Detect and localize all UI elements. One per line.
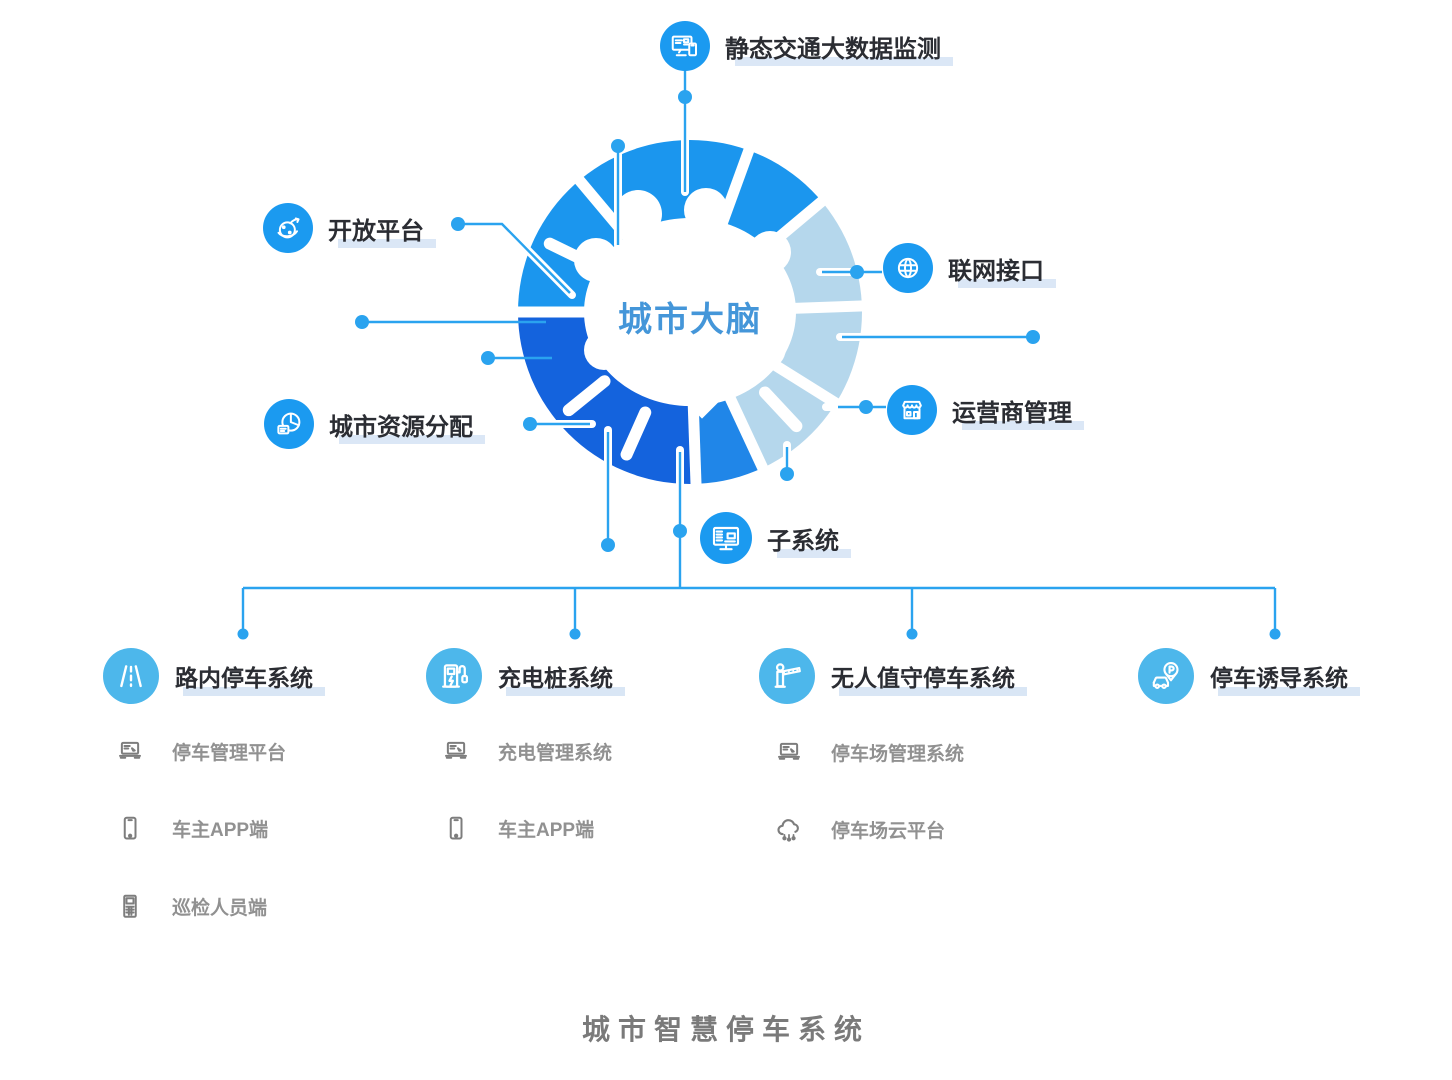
open-platform-icon	[263, 203, 313, 253]
node-label: 开放平台	[328, 211, 436, 248]
subsystem-icon	[700, 512, 752, 564]
node-label: 子系统	[767, 521, 851, 558]
sub-item-label: 停车管理平台	[172, 742, 287, 764]
node-resource-allocation: 城市资源分配	[264, 399, 485, 449]
branch-label: 停车诱导系统	[1210, 659, 1360, 696]
sub-item: 充电管理系统	[438, 736, 612, 766]
node-operator-management: 运营商管理	[887, 385, 1084, 435]
node-label: 运营商管理	[952, 393, 1084, 430]
branch-unattended-parking: 无人值守停车系统	[759, 648, 1027, 704]
node-network-interface: 联网接口	[883, 243, 1056, 293]
node-subsystem: 子系统	[700, 512, 851, 564]
branch-roadside-parking: 路内停车系统	[103, 648, 325, 704]
sub-item-label: 停车场管理系统	[831, 743, 965, 765]
sub-item-label: 充电管理系统	[498, 742, 613, 764]
node-label: 联网接口	[948, 251, 1056, 288]
road-icon	[103, 648, 159, 704]
node-label: 城市资源分配	[329, 407, 485, 444]
sub-item-label: 车主APP端	[172, 819, 269, 841]
sub-item: 停车场管理系统	[771, 737, 964, 767]
sub-item: 停车管理平台	[112, 736, 286, 766]
sub-item: 车主APP端	[438, 813, 594, 843]
node-label: 静态交通大数据监测	[725, 29, 953, 66]
network-interface-icon	[883, 243, 933, 293]
branch-parking-guidance: 停车诱导系统	[1138, 648, 1360, 704]
node-traffic-data-monitor: 静态交通大数据监测	[660, 21, 953, 71]
branch-label: 无人值守停车系统	[831, 659, 1027, 696]
ev-charger-icon	[426, 648, 482, 704]
resource-allocation-icon	[264, 399, 314, 449]
sub-item: 停车场云平台	[771, 813, 945, 845]
barrier-gate-icon	[759, 648, 815, 704]
parking-guidance-icon	[1138, 648, 1194, 704]
smartphone-icon	[112, 813, 148, 843]
handheld-terminal-icon	[112, 891, 148, 921]
sub-item-label: 巡检人员端	[172, 897, 268, 919]
laptop-icon	[112, 736, 148, 766]
branch-label: 路内停车系统	[175, 659, 325, 696]
branch-ev-charging: 充电桩系统	[426, 648, 625, 704]
laptop-icon	[771, 737, 807, 767]
traffic-data-monitor-icon	[660, 21, 710, 71]
laptop-icon	[438, 736, 474, 766]
sub-item-label: 车主APP端	[498, 819, 595, 841]
branch-label: 充电桩系统	[498, 659, 625, 696]
cloud-icon	[771, 813, 807, 845]
operator-management-icon	[887, 385, 937, 435]
page-title: 城市智慧停车系统	[581, 1014, 870, 1045]
center-label: 城市大脑	[618, 301, 762, 339]
sub-item: 巡检人员端	[112, 891, 267, 921]
smartphone-icon	[438, 813, 474, 843]
node-open-platform: 开放平台	[263, 203, 436, 253]
sub-item: 车主APP端	[112, 813, 268, 843]
sub-item-label: 停车场云平台	[831, 820, 946, 842]
